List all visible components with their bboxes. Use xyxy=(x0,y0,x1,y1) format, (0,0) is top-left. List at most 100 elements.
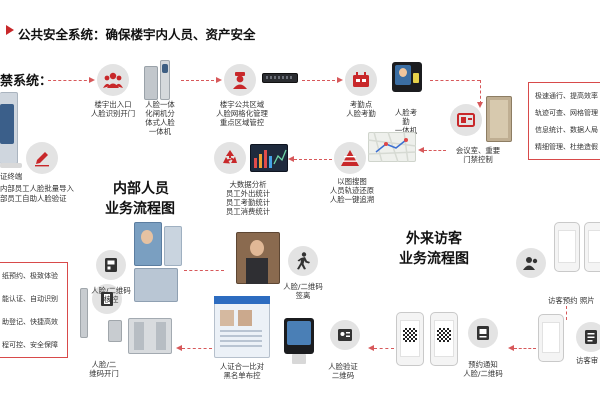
stats-label-2: 员工外出统计 xyxy=(225,189,271,198)
face-terminal-screen xyxy=(0,104,14,144)
stats-label-1: 大数据分析 xyxy=(229,180,267,189)
control-label-2: 门禁控制 xyxy=(463,155,493,164)
map-label-1: 以图搜图 xyxy=(337,177,367,186)
flow-line xyxy=(374,348,394,349)
attendance-terminal-face xyxy=(399,68,407,77)
step3-label-2: 人脸网格化管理 xyxy=(216,109,268,118)
step3-label-3: 重点区域管控 xyxy=(219,118,265,127)
step4-label-1: 考勤点 xyxy=(349,100,373,109)
statistics-cycle-icon xyxy=(214,142,246,174)
terminal-base xyxy=(0,163,22,168)
search-hierarchy-icon xyxy=(334,142,366,174)
face-scan-photo-face xyxy=(141,230,153,244)
import-label-1: 内部员工人脸批量导入 xyxy=(0,184,74,193)
compare-label-2: 黑名单布控 xyxy=(223,371,261,380)
feature-line: 极速通行、提高效率 xyxy=(535,92,598,100)
visitor-phone-image-2 xyxy=(584,222,600,272)
flow-arrow xyxy=(288,156,294,162)
control-label-1: 会议室、重要 xyxy=(455,146,501,155)
visitor-terminal-stand xyxy=(292,354,306,364)
feature-box: 极速通行、提高效率 轨迹可查、网格管理 信息统计、数据人局 精细管理、杜绝造假 xyxy=(528,82,600,160)
visitor-photo-body xyxy=(246,258,268,284)
step5-label-1: 人脸考 xyxy=(394,108,418,117)
edit-pencil-icon xyxy=(26,142,58,174)
flow-arrow xyxy=(418,147,424,153)
page-title: 公共安全系统：确保楼宇内人员、资产安全 xyxy=(18,27,256,42)
walking-person-icon xyxy=(288,246,318,276)
dashboard-chart xyxy=(254,149,287,168)
stats-label-3: 员工考勤统计 xyxy=(225,198,271,207)
verify-label-2: 二维码 xyxy=(331,371,355,380)
kiosk-photo-2 xyxy=(238,310,252,326)
door-device-image-2 xyxy=(108,320,122,342)
compare-label-1: 人证合一比对 xyxy=(219,362,265,371)
visitor-review-label: 访客审 xyxy=(576,356,599,365)
qr-control-label-1: 人脸/二维码 xyxy=(91,286,131,295)
access-control-icon xyxy=(450,104,482,136)
visitor-phone-image xyxy=(554,222,580,272)
gate-label-2: 维码开门 xyxy=(89,369,119,378)
attendance-icon xyxy=(345,64,377,96)
security-guard-icon xyxy=(224,64,256,96)
flow-line xyxy=(302,80,340,81)
stats-label-4: 员工消费统计 xyxy=(225,207,271,216)
internal-heading-2: 业务流程图 xyxy=(105,201,175,217)
section-label: 禁系统： xyxy=(0,74,53,89)
step1-label-1: 楼宇出入口 xyxy=(94,100,132,109)
qr-code-image xyxy=(403,328,417,342)
logo-icon xyxy=(6,25,14,35)
step2-label-4: 一体机 xyxy=(148,127,172,136)
visitor-heading-1: 外来访客 xyxy=(406,231,462,247)
flow-arrow xyxy=(337,77,343,83)
import-label-2: 部员工自助人脸验证 xyxy=(0,194,67,203)
face-scan-photo-2 xyxy=(164,226,182,266)
flow-line xyxy=(480,80,481,104)
visitor-feature-line: 能认证、自动识别 xyxy=(2,295,58,303)
nvr-device-lights xyxy=(266,76,292,79)
turnstile-screen xyxy=(162,64,168,73)
visitor-feature-line: 纸预约、极致体验 xyxy=(2,272,58,280)
terminal-label: 证终端 xyxy=(0,172,23,181)
qr-control-label-2: 核控 xyxy=(103,295,119,304)
feature-line: 信息统计、数据人局 xyxy=(535,126,598,134)
visitor-terminal-screen xyxy=(287,321,311,345)
flow-arrow xyxy=(477,102,483,108)
flow-line xyxy=(430,80,480,81)
review-phone-image xyxy=(538,314,564,362)
step2-label-2: 化闸机分 xyxy=(145,109,175,118)
flow-arrow xyxy=(216,77,222,83)
map-label-3: 人脸一键追溯 xyxy=(329,195,375,204)
turnstile-image xyxy=(144,66,158,100)
gate-label-1: 人脸/二 xyxy=(91,360,117,369)
flow-arrow xyxy=(89,77,95,83)
notify-label-2: 人脸/二维码 xyxy=(463,369,503,378)
visitor-appt-label: 访客预约 照片 xyxy=(548,296,595,305)
visitor-user-icon xyxy=(516,248,546,278)
visitor-feature-box: 纸预约、极致体验 能认证、自动识别 助登记、快捷高效 程可控、安全保障 xyxy=(0,262,68,358)
visitor-gate-panel-2 xyxy=(156,322,166,350)
door-open-icon xyxy=(92,284,122,314)
step5-label-2: 勤 xyxy=(402,117,410,126)
checkout-label-1: 人脸/二维码 xyxy=(283,282,323,291)
step4-label-2: 人脸考勤 xyxy=(346,109,376,118)
attendance-terminal-sensor xyxy=(413,73,419,83)
flow-line xyxy=(294,159,332,160)
internal-heading-1: 内部人员 xyxy=(113,181,169,197)
step1-label-2: 人脸识别开门 xyxy=(90,109,136,118)
flow-arrow xyxy=(368,345,374,351)
people-icon xyxy=(97,64,129,96)
visitor-feature-line: 助登记、快捷高效 xyxy=(2,318,58,326)
visitor-heading-2: 业务流程图 xyxy=(399,251,469,267)
flow-arrow xyxy=(176,345,182,351)
checklist-icon xyxy=(576,322,600,352)
feature-line: 轨迹可查、网格管理 xyxy=(535,109,598,117)
turnstile-image-2 xyxy=(160,60,170,100)
flow-line xyxy=(182,348,212,349)
visitor-feature-line: 程可控、安全保障 xyxy=(2,341,58,349)
feature-line: 精细管理、杜绝造假 xyxy=(535,143,598,151)
face-scan-photo xyxy=(134,222,162,266)
kiosk-header xyxy=(214,296,270,304)
verify-label-1: 人脸验证 xyxy=(328,362,358,371)
step5-label-3: 一体机 xyxy=(394,126,418,135)
map-label-2: 人员轨迹还原 xyxy=(329,186,375,195)
